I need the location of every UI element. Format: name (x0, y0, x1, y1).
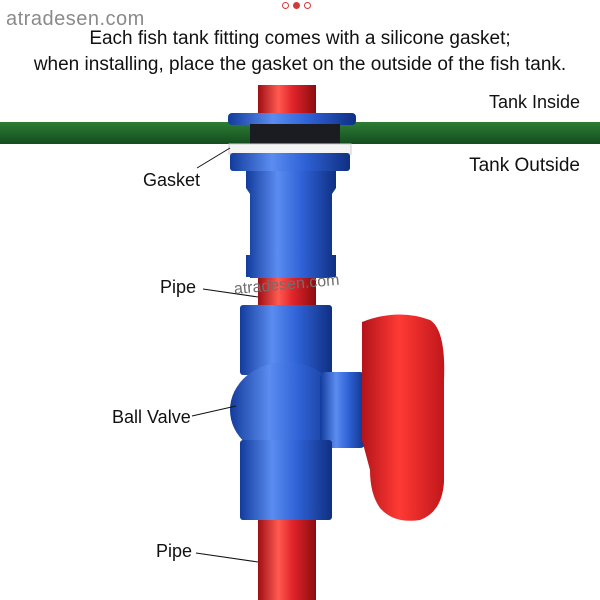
pipe-callout-label-upper: Pipe (160, 277, 197, 297)
gasket-callout-label: Gasket (143, 170, 201, 190)
headline-line-2: when installing, place the gasket on the… (33, 54, 567, 75)
bulkhead-nut (230, 153, 350, 171)
valve-socket-lower (240, 440, 332, 520)
pipe-upper-leader (202, 288, 259, 298)
adapter-ring (246, 255, 336, 277)
carousel-dot[interactable] (282, 2, 289, 9)
adapter-body (246, 171, 336, 278)
valve-handle (362, 314, 445, 521)
bulkhead-flange (228, 113, 356, 125)
valve-stem (320, 372, 366, 448)
pipe-lower-leader (195, 552, 259, 563)
gasket-leader (196, 147, 231, 169)
tank-inside-label: Tank Inside (488, 92, 580, 112)
watermark-logo-top: atradesen.com (6, 8, 145, 30)
carousel-dot[interactable] (293, 2, 300, 9)
tank-outside-label: Tank Outside (469, 155, 580, 176)
image-carousel-indicator (282, 2, 311, 9)
ball-valve-leader (191, 405, 237, 417)
pipe-callout-label-lower: Pipe (156, 541, 193, 561)
valve-ball-housing (230, 362, 342, 458)
ball-valve-callout-label: Ball Valve (112, 407, 191, 427)
headline-line-1: Each fish tank fitting comes with a sili… (89, 28, 511, 49)
lock-nut (250, 124, 340, 144)
carousel-dot[interactable] (304, 2, 311, 9)
silicone-gasket (228, 143, 352, 155)
valve-socket-upper (240, 305, 332, 375)
